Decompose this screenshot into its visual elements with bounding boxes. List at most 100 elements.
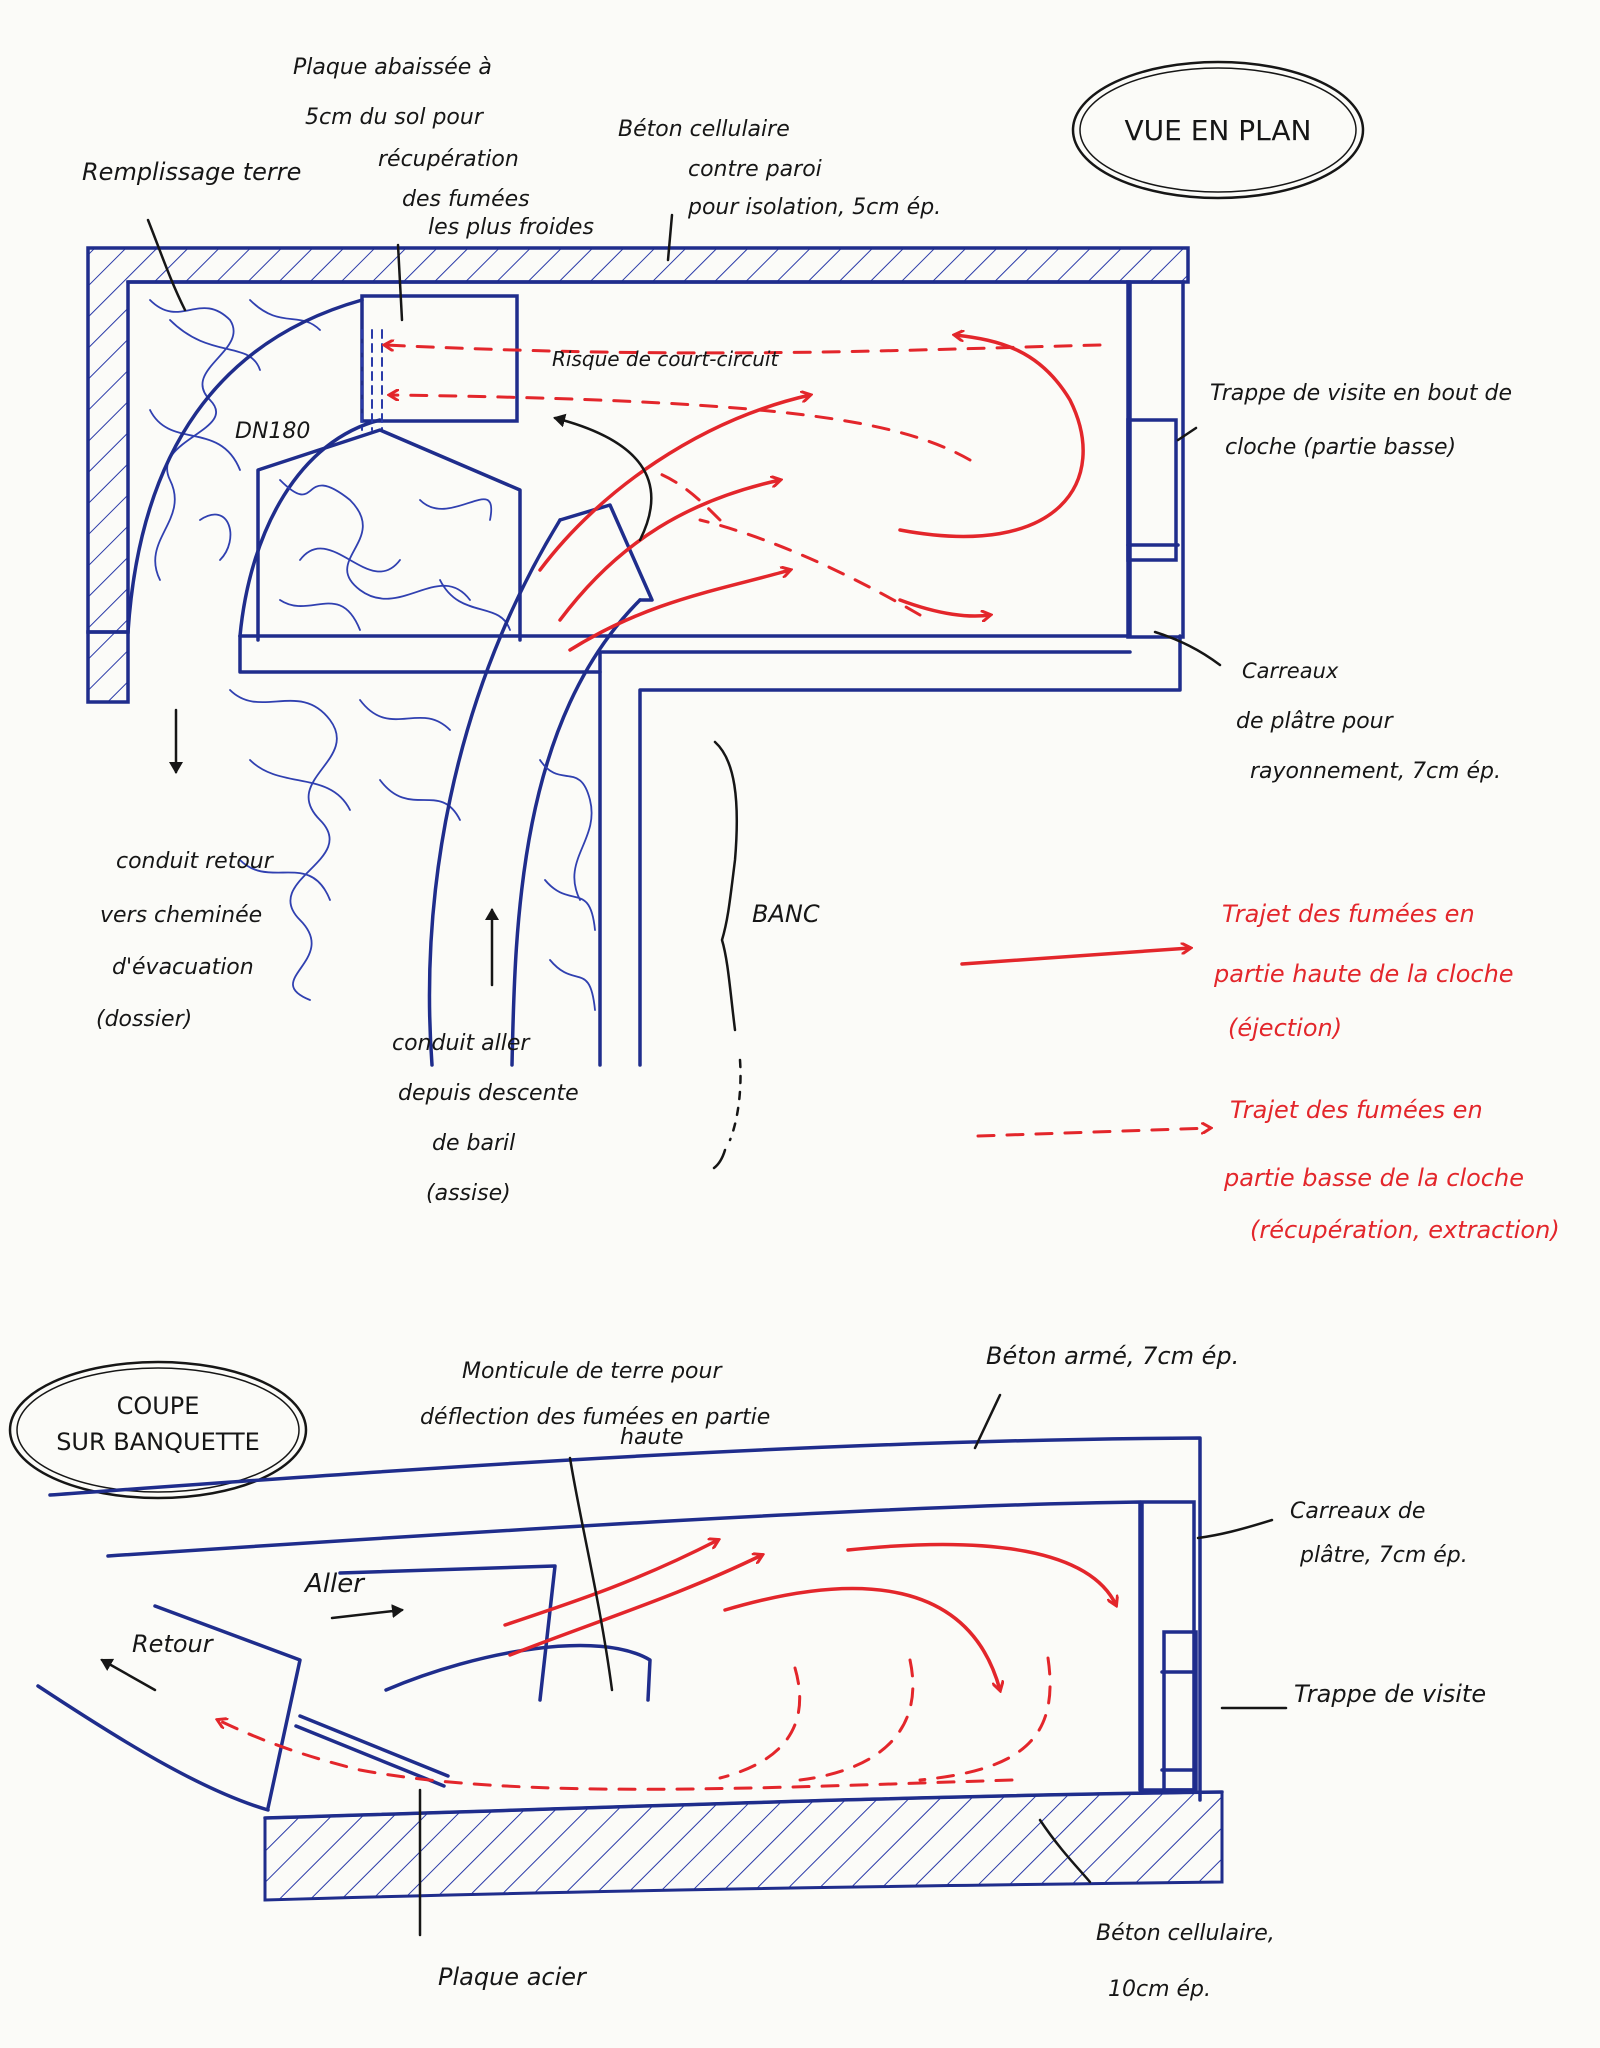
inlet-pipe (338, 1564, 557, 1702)
bench-corridor (598, 650, 1132, 1067)
bell-chamber-outline (126, 280, 1132, 638)
legend-dashed-line-1: Trajet des fumées en (1230, 1096, 1483, 1124)
label-beton-line-3: pour isolation, 5cm ép. (687, 195, 941, 220)
earth-fill-center (256, 428, 522, 642)
flow-high-4 (898, 335, 1085, 539)
label-carreaux-line-2: de plâtre pour (1236, 709, 1395, 734)
label-aller-line-2: depuis descente (398, 1081, 579, 1106)
label-conduit-retour: conduit retour vers cheminée d'évacuatio… (96, 849, 275, 1032)
plan-view: VUE EN PLAN (82, 55, 1512, 1206)
inspection-door-plan (1126, 418, 1178, 562)
section-flow-low-1 (918, 1656, 1052, 1782)
flow-high-5 (898, 598, 990, 616)
label-aller-line-4: (assise) (426, 1181, 511, 1206)
label-monticule-line-3: haute (620, 1425, 684, 1450)
legend-dashed-line-3: (récupération, extraction) (1250, 1216, 1560, 1244)
label-carreaux-plan: Carreaux de plâtre pour rayonnement, 7cm… (1236, 659, 1501, 784)
bench-brace (713, 740, 739, 1032)
label-carreaux-line-3: rayonnement, 7cm ép. (1250, 759, 1501, 784)
plan-title-oval (1071, 60, 1365, 200)
flow-high-3 (568, 570, 790, 652)
go-pipe (427, 518, 562, 1067)
plaster-tiles-section (1140, 1500, 1196, 1792)
aerated-concrete-floor (263, 1790, 1224, 1902)
legend-dashed-arrow (976, 1128, 1210, 1138)
earth-fill-top-left (149, 299, 321, 581)
plan-title: VUE EN PLAN (1124, 114, 1311, 147)
section-flow-low-4 (218, 1720, 1014, 1791)
label-carreaux-line-1: Carreaux (1242, 659, 1339, 683)
label-carreaux-section-line-1: Carreaux de (1290, 1499, 1425, 1524)
label-aller-line-3: de baril (432, 1131, 515, 1156)
legend-solid-arrow (960, 948, 1190, 966)
retour-arrow (100, 1658, 157, 1692)
flow-low-2 (390, 395, 972, 462)
label-beton-section-line-2: 10cm ép. (1108, 1977, 1211, 2002)
label-monticule: Monticule de terre pour déflection des f… (420, 1359, 770, 1450)
label-aller: Aller (303, 1569, 366, 1599)
short-circuit-arrow (553, 413, 653, 542)
label-retour: Retour (132, 1630, 215, 1658)
label-court-circuit: Risque de court-circuit (552, 347, 779, 371)
label-plaque-line-2: 5cm du sol pour (305, 105, 485, 130)
label-dn180: DN180 (235, 419, 310, 444)
flow-high-2 (558, 480, 780, 622)
return-pipe-dn180 (126, 298, 364, 634)
label-carreaux-section: Carreaux de plâtre, 7cm ép. (1290, 1499, 1468, 1568)
aller-arrow (330, 1604, 404, 1620)
legend-solid-line-2: partie haute de la cloche (1213, 960, 1514, 988)
flow-low-4 (648, 468, 722, 522)
return-pipe-section (153, 1604, 302, 1810)
label-beton-section-line-1: Béton cellulaire, (1096, 1921, 1275, 1946)
legend: Trajet des fumées en partie haute de la … (960, 900, 1560, 1244)
section-title-oval (8, 1360, 308, 1500)
section-title-line-1: COUPE (117, 1392, 200, 1420)
label-trappe-line-2: cloche (partie basse) (1225, 435, 1456, 460)
section-flow-low-3 (718, 1666, 802, 1780)
lowered-plate (360, 294, 519, 423)
section-title-line-2: SUR BANQUETTE (56, 1428, 260, 1456)
label-retour-line-1: conduit retour (116, 849, 275, 874)
flow-low-3 (698, 518, 922, 617)
label-monticule-line-1: Monticule de terre pour (462, 1359, 723, 1384)
label-retour-line-4: (dossier) (96, 1007, 192, 1032)
label-banc: BANC (752, 900, 820, 928)
label-plaque-line-3: récupération (378, 147, 519, 172)
label-retour-line-2: vers cheminée (100, 903, 262, 928)
label-beton-arme: Béton armé, 7cm ép. (986, 1342, 1239, 1370)
label-monticule-line-2: déflection des fumées en partie (420, 1405, 770, 1430)
label-trappe-section: Trappe de visite (1294, 1680, 1486, 1708)
inspection-door-section (1162, 1630, 1198, 1792)
section-view: COUPE SUR BANQUETTE (8, 1342, 1486, 2002)
label-trappe-line-1: Trappe de visite en bout de (1210, 381, 1512, 406)
label-plaque-line-1: Plaque abaissée à (293, 55, 492, 80)
legend-solid-line-3: (éjection) (1228, 1014, 1342, 1042)
label-carreaux-section-line-2: plâtre, 7cm ép. (1299, 1543, 1468, 1568)
label-plaque-line-5: les plus froides (428, 215, 594, 240)
label-plaque-acier: Plaque acier (438, 1963, 588, 1991)
flow-high-1 (538, 395, 810, 572)
label-conduit-aller: conduit aller depuis descente de baril (… (392, 1031, 579, 1206)
steel-plate (298, 1714, 450, 1778)
section-flow-high-4 (846, 1542, 1116, 1605)
label-beton-cellulaire-plan: Béton cellulaire contre paroi pour isola… (618, 117, 941, 220)
label-remplissage: Remplissage terre (82, 158, 301, 186)
insulation-wall-left (86, 630, 130, 704)
label-beton-line-1: Béton cellulaire (618, 117, 790, 142)
section-flow-high-2 (508, 1555, 762, 1657)
legend-solid-line-1: Trajet des fumées en (1222, 900, 1475, 928)
legend-dashed-line-2: partie basse de la cloche (1223, 1164, 1524, 1192)
section-flow-high-1 (503, 1540, 718, 1627)
label-plaque-line-4: des fumées (402, 187, 530, 212)
label-beton-cellulaire-section: Béton cellulaire, 10cm ép. (1096, 1921, 1275, 2002)
section-flow-high-3 (723, 1586, 1000, 1690)
flow-low-1 (385, 345, 1102, 355)
reinforced-concrete-slab (48, 1436, 1202, 1802)
label-retour-line-3: d'évacuation (112, 955, 254, 980)
label-aller-line-1: conduit aller (392, 1031, 531, 1056)
label-trappe-plan: Trappe de visite en bout de cloche (part… (1210, 381, 1512, 460)
label-beton-line-2: contre paroi (688, 157, 822, 182)
label-plaque-abaissee: Plaque abaissée à 5cm du sol pour récupé… (293, 55, 594, 240)
